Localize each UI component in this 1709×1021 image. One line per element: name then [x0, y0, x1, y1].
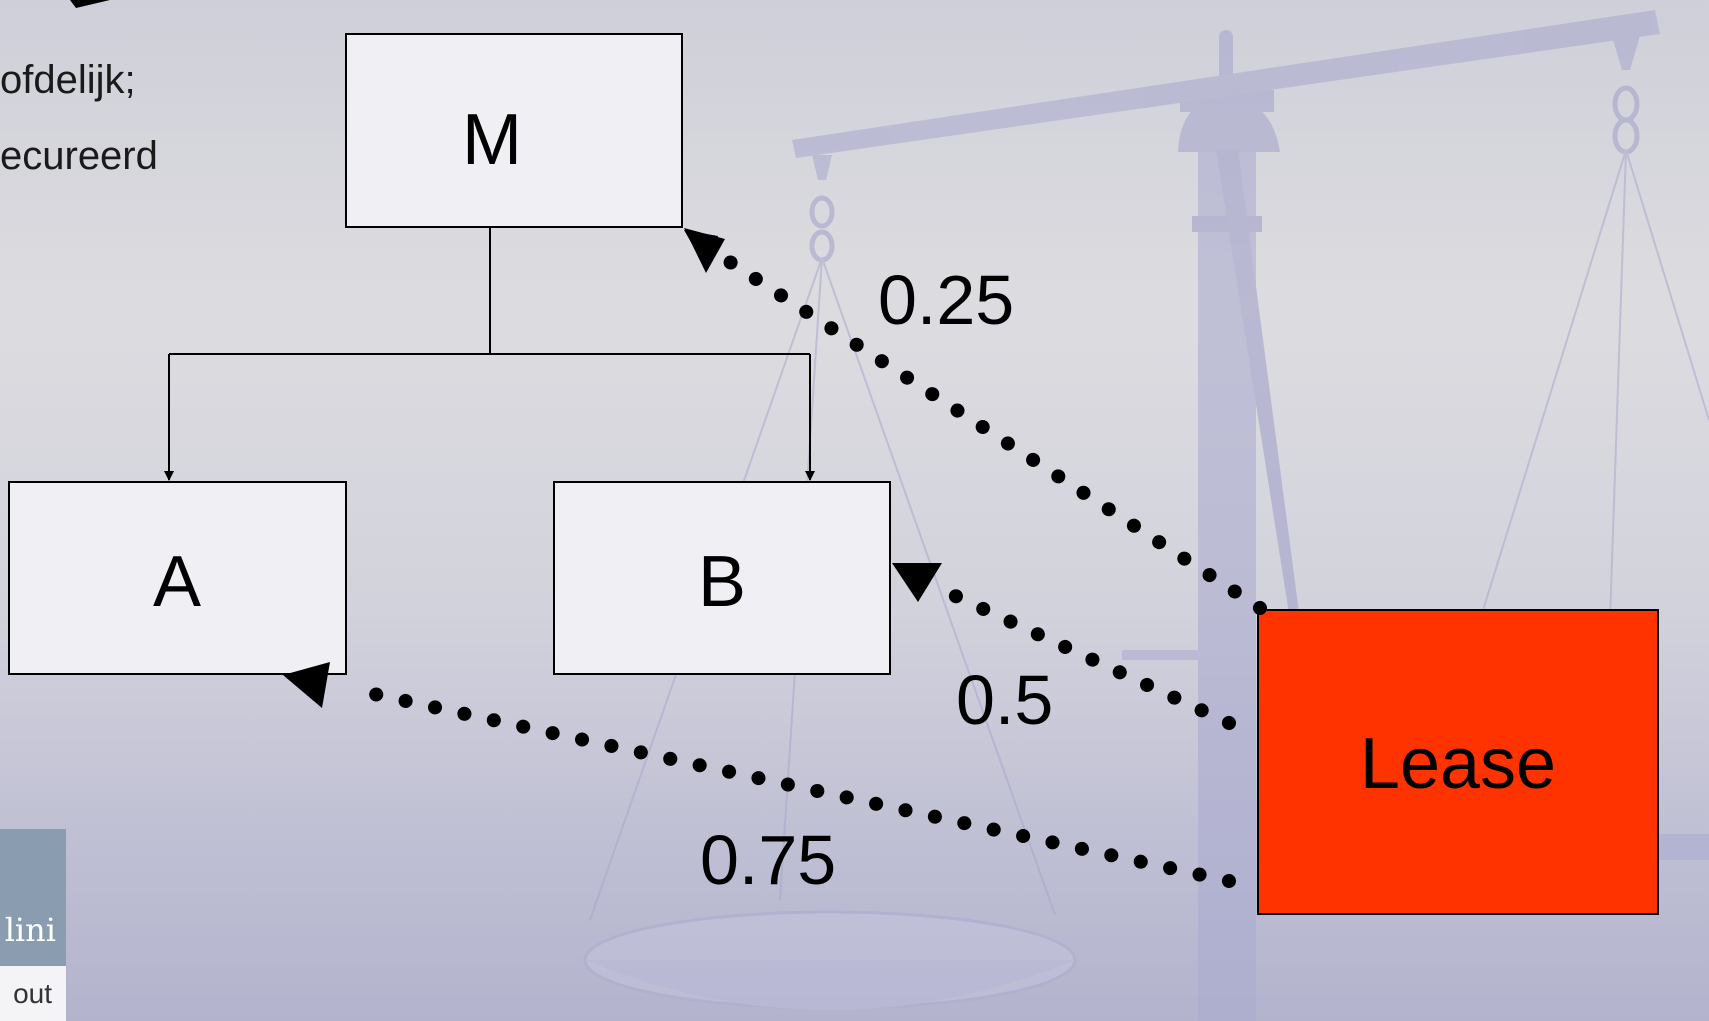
box-m: M — [345, 33, 683, 228]
box-a: A — [8, 481, 347, 675]
box-lease-shape — [1257, 609, 1659, 915]
weight-label-a: 0.75 — [700, 821, 836, 899]
weight-label-m: 0.25 — [878, 261, 1014, 339]
weight-label-b: 0.5 — [956, 661, 1053, 739]
logo: lini out — [0, 829, 66, 1021]
weight-arrow-to-b — [892, 563, 1236, 730]
logo-strip: out — [0, 966, 66, 1021]
box-a-shape — [8, 481, 347, 675]
arrowhead-m — [684, 228, 725, 273]
box-b: B — [553, 481, 891, 675]
arrowhead-a — [283, 662, 330, 708]
box-b-label: B — [698, 542, 746, 622]
side-text-line2: ecureerd — [0, 134, 158, 178]
scales-of-justice-illustration — [583, 10, 1709, 1021]
corner-arrow-fragment — [70, 0, 110, 8]
weight-arrow-to-a — [283, 662, 1236, 888]
box-lease: Lease — [1257, 609, 1659, 915]
logo-word: lini — [4, 911, 56, 949]
box-m-shape — [345, 33, 683, 228]
box-b-shape — [553, 481, 891, 675]
side-text-line1: ofdelijk; — [0, 58, 136, 102]
logo-sub: out — [13, 978, 52, 1009]
weight-arrow-to-m — [684, 228, 1267, 615]
tree-connectors — [164, 227, 815, 481]
arrowhead-b — [892, 563, 942, 602]
box-a-label: A — [153, 542, 201, 622]
box-lease-label: Lease — [1360, 724, 1556, 804]
logo-block: lini — [0, 829, 66, 966]
box-m-label: M — [462, 100, 522, 180]
